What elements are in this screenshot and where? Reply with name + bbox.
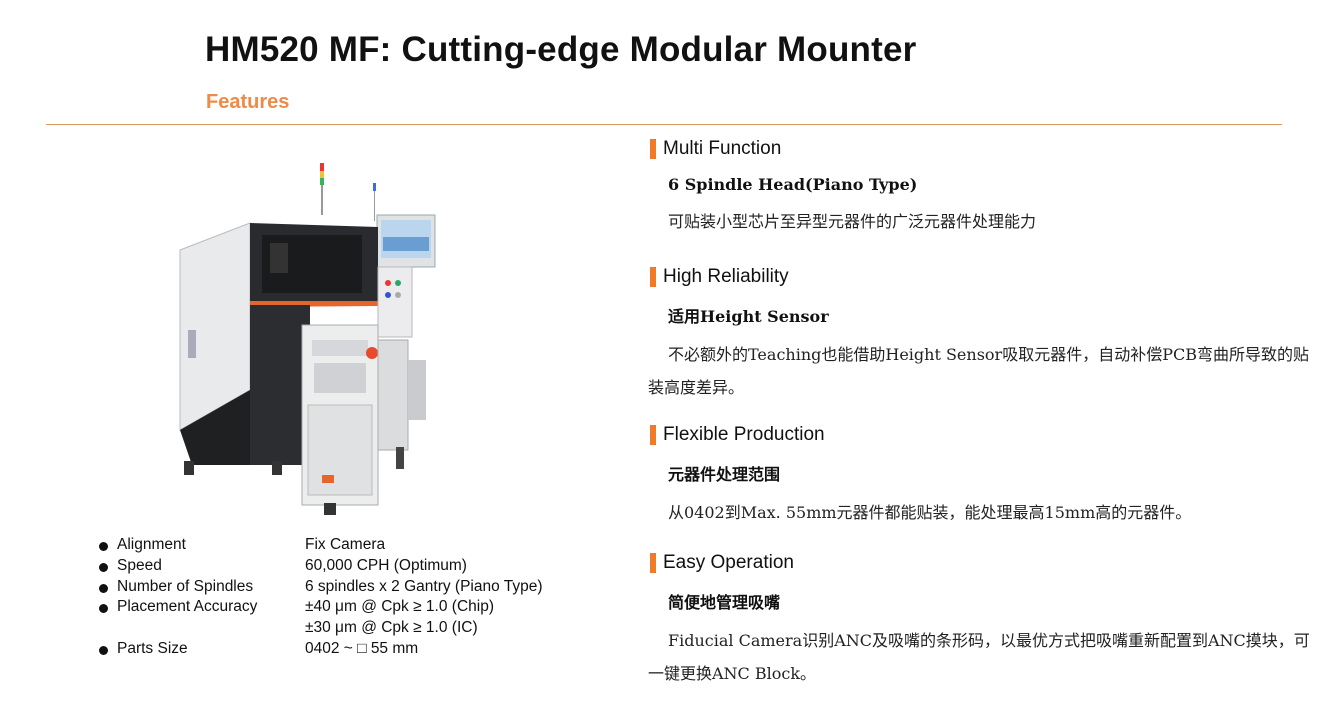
feature-high-reliability: High Reliability 适用Height Sensor 不必额外的Te…	[648, 265, 1328, 404]
feature-heading: Flexible Production	[648, 423, 1328, 447]
feature-description: 从0402到Max. 55mm元器件都能贴装，能处理最高15mm高的元器件。	[668, 503, 1192, 522]
spec-value: ±40 μm @ Cpk ≥ 1.0 (Chip)	[305, 598, 494, 616]
feature-subheading: 简便地管理吸嘴	[668, 593, 781, 612]
feature-flexible-production: Flexible Production 元器件处理范围 从0402到Max. 5…	[648, 423, 1328, 529]
feature-subheading: 6 Spindle Head(Piano Type)	[668, 175, 918, 194]
feature-heading-text: Flexible Production	[663, 424, 825, 445]
spec-value: ±30 μm @ Cpk ≥ 1.0 (IC)	[305, 619, 478, 637]
spec-value: Fix Camera	[305, 536, 386, 553]
accent-bar	[650, 553, 656, 573]
bullet-icon	[99, 562, 108, 572]
spec-value: 0402 ~ □ 55 mm	[305, 639, 419, 657]
feature-heading-text: Multi Function	[663, 138, 782, 159]
feature-heading-text: Easy Operation	[663, 552, 794, 573]
feature-description: Fiducial Camera识别ANC及吸嘴的条形码，以最优方式把吸嘴重新配置…	[648, 631, 1310, 683]
accent-bar	[650, 139, 656, 159]
spec-label: Speed	[117, 556, 162, 574]
feature-subheading: 元器件处理范围	[668, 465, 781, 484]
feature-heading: Multi Function	[648, 137, 1328, 161]
feature-heading-text: High Reliability	[663, 266, 789, 287]
bullet-icon	[99, 604, 108, 614]
bullet-icon	[99, 645, 108, 655]
accent-bar	[650, 425, 656, 445]
feature-easy-operation: Easy Operation 简便地管理吸嘴 Fiducial Camera识别…	[648, 551, 1328, 690]
feature-description: 不必额外的Teaching也能借助Height Sensor吸取元器件，自动补偿…	[648, 345, 1309, 397]
spec-label: Alignment	[117, 536, 186, 553]
feature-heading: High Reliability	[648, 265, 1328, 289]
bullet-icon	[99, 583, 108, 593]
feature-multi-function: Multi Function 6 Spindle Head(Piano Type…	[648, 137, 1328, 238]
accent-bar	[650, 267, 656, 287]
feature-subheading: 适用Height Sensor	[668, 307, 829, 326]
section-subtitle: Features	[206, 91, 290, 113]
spec-value: 6 spindles x 2 Gantry (Piano Type)	[305, 577, 543, 595]
spec-label: Number of Spindles	[117, 577, 254, 595]
spec-value: 60,000 CPH (Optimum)	[305, 556, 467, 574]
page-title: HM520 MF: Cutting-edge Modular Mounter	[205, 30, 917, 69]
bullet-icon	[99, 542, 108, 551]
feature-description: 可贴装小型芯片至异型元器件的广泛元器件处理能力	[668, 212, 1037, 231]
machine-image	[179, 163, 436, 515]
spec-label: Placement Accuracy	[117, 598, 258, 616]
feature-heading: Easy Operation	[648, 551, 1328, 575]
spec-label: Parts Size	[117, 639, 188, 657]
divider-rule	[46, 124, 1282, 125]
